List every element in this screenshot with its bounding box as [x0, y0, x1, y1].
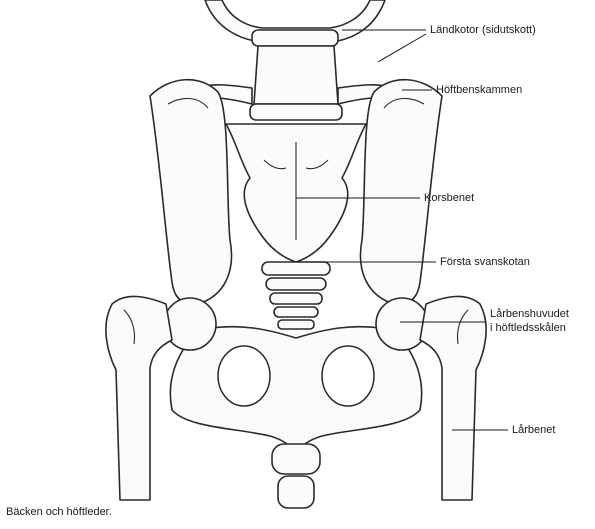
right-femoral-head	[376, 298, 428, 350]
right-obturator-foramen	[322, 346, 374, 406]
label-iliac-crest: Höftbenskammen	[436, 84, 522, 97]
pubis-ischium	[170, 327, 421, 452]
right-femur	[420, 296, 486, 500]
left-femoral-head	[164, 298, 216, 350]
left-femur	[106, 296, 172, 500]
label-sacrum: Korsbenet	[424, 192, 474, 205]
figure-caption: Bäcken och höftleder.	[6, 506, 112, 518]
left-ilium	[150, 80, 232, 305]
left-obturator-foramen	[218, 346, 270, 406]
label-femoral-head-line1: Lårbenshuvudet	[490, 308, 569, 321]
label-lumbar-vertebrae: Ländkotor (sidutskott)	[430, 24, 536, 37]
label-femur: Lårbenet	[512, 424, 555, 437]
lumbar-vertebrae	[196, 0, 394, 120]
label-first-tail-vertebra: Första svanskotan	[440, 256, 530, 269]
tail-vertebrae	[262, 262, 330, 329]
label-femoral-head-line2: i höftledsskålen	[490, 322, 566, 335]
